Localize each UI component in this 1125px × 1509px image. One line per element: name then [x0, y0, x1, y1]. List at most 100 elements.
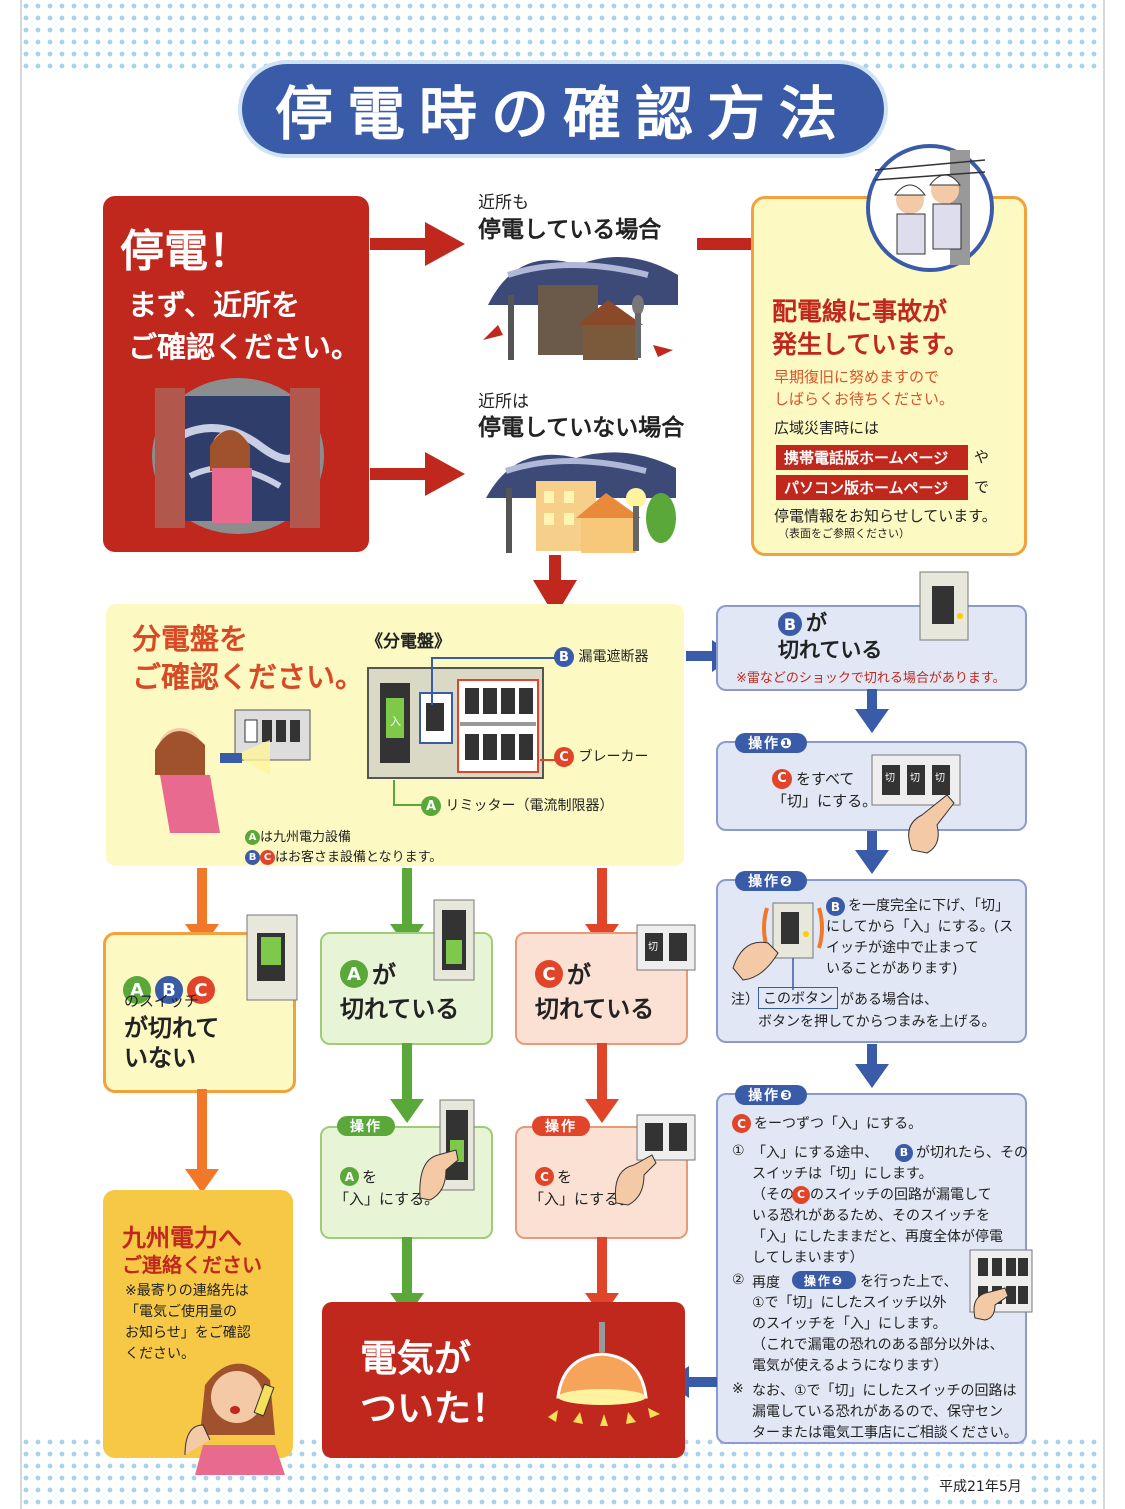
letter-a-badge: A	[421, 796, 441, 816]
c-off-title: が 切れている	[535, 961, 655, 1023]
op2-badge-wrap: B	[826, 896, 845, 916]
case-on-small: 近所は	[478, 392, 529, 412]
issue-date: 平成21年5月	[935, 1476, 1026, 1496]
accident-sub: 早期復旧に努めますので しばらくお待ちください。	[774, 368, 955, 408]
a-off-title: が 切れている	[340, 961, 460, 1023]
op-a-badge-wrap: A	[340, 1166, 359, 1186]
arrow-c-to-opc	[585, 1043, 619, 1123]
op2-text: を一度完全に下げ､「切」 にしてから「入」にする。(ス イッチが途中で止まって …	[826, 898, 1014, 977]
legend-a-badge: A	[245, 830, 260, 845]
b-off-title-wrap: B	[778, 610, 802, 637]
phone-caller-illustration	[184, 1363, 285, 1475]
op2-note-suffix: がある場合は、	[840, 992, 938, 1008]
case-on-big: 停電していない場合	[478, 415, 685, 441]
op2-note-line2: ボタンを押してからつまみを上げる。	[758, 1014, 996, 1030]
abc-c-badge: C	[187, 976, 215, 1004]
legend-bc-text: はお客さま設備となります。	[275, 850, 443, 865]
op3-item1: 「入」にする途中、	[752, 1145, 879, 1161]
legend-c-badge: C	[260, 850, 275, 865]
op3-c-badge: C	[732, 1114, 751, 1133]
panel-heading: 分電盤を ご確認ください。	[132, 622, 365, 694]
repair-workers-illustration	[866, 144, 994, 272]
start-heading: 停電！	[120, 226, 252, 277]
b-switch-off-illustration	[919, 571, 969, 641]
op2-tag: 操作❷	[735, 871, 807, 891]
pc-homepage-link[interactable]: パソコン版ホームページ	[776, 475, 968, 500]
op1-c-badge: C	[772, 768, 792, 789]
op3-line1: をーつずつ「入」にする。	[754, 1116, 923, 1132]
op-a-hand-illustration	[419, 1099, 475, 1201]
kyuden-title: 九州電力へ	[122, 1224, 242, 1252]
op-c-text: を 「入」にする。	[529, 1168, 635, 1208]
accident-wide: 広域災害時には	[774, 419, 880, 437]
lit-town-illustration	[486, 452, 676, 553]
window-illustration	[152, 378, 324, 534]
op3-line1-wrap: C	[732, 1113, 751, 1133]
op2-note-prefix: 注）	[731, 992, 759, 1008]
panel-b-callout: B 漏電遮断器	[554, 646, 648, 667]
op3-item2-tag: 操作❷	[792, 1271, 856, 1289]
arrow-on-to-panel	[533, 555, 577, 617]
limiter-switch-label: 入	[390, 715, 401, 728]
abc-ok-sub: のスイッチ	[124, 992, 200, 1010]
person-flashlight-illustration	[155, 709, 311, 833]
abc-a-badge: A	[123, 976, 151, 1004]
mobile-homepage-link[interactable]: 携帯電話版ホームページ	[776, 445, 968, 470]
op3-note: なお、①で「切」にしたスイッチの回路は 漏電している恐れがあるので、保守セン タ…	[752, 1383, 1018, 1441]
page-edge-left	[20, 0, 22, 1509]
letter-c-badge: C	[554, 747, 574, 767]
arrow-a-to-opa	[390, 1043, 424, 1123]
op2-b-badge: B	[826, 897, 845, 916]
c-switch-off-illustration: 切	[636, 924, 696, 971]
op3-item1b: が切れたら、その スイッチは「切」にします。	[752, 1145, 1028, 1182]
case-out-big: 停電している場合	[478, 217, 662, 243]
dark-town-illustration	[483, 257, 678, 360]
arrow-op1-to-op2	[855, 830, 889, 874]
op3-item2b: を行った上で、 ①で「切」にしたスイッチ以外 のスイッチを「入」にします。 （こ…	[752, 1274, 1004, 1374]
accident-heading: 配電線に事故が 発生しています。	[772, 297, 969, 359]
op3-item2-num: ②	[732, 1272, 745, 1288]
op3-item1-b-wrap: B	[895, 1142, 913, 1162]
arrow-b-to-op1	[855, 689, 889, 733]
c-sw-label: 切	[648, 941, 658, 953]
result-text: 電気が ついた！	[360, 1337, 508, 1430]
arrow-op2-to-op3	[855, 1044, 889, 1088]
legend-a-text: は九州電力設備	[260, 830, 352, 845]
b-off-badge: B	[778, 612, 802, 636]
op-c-badge-wrap: C	[535, 1166, 554, 1186]
page-edge-right	[1103, 0, 1105, 1509]
a-off-badge: A	[340, 960, 368, 988]
op2-note-button: このボタン	[758, 987, 838, 1009]
op3-b-badge: B	[895, 1143, 913, 1162]
op1-sw-2: 切	[910, 772, 920, 784]
op3-breaker-hand-illustration	[969, 1249, 1033, 1321]
c-off-badge: C	[535, 960, 563, 988]
op3-note-mark: ※	[732, 1381, 744, 1397]
breaker-panel-illustration: 入	[367, 667, 544, 779]
op-c-badge: C	[535, 1167, 554, 1186]
panel-c-callout: C ブレーカー	[554, 746, 648, 767]
op3-c2-badge: C	[792, 1185, 810, 1204]
op-a-tag: 操作	[337, 1116, 395, 1136]
accident-note: （表面をご参照ください）	[778, 527, 910, 540]
dot-border-top	[20, 0, 1105, 70]
abc-b-badge: B	[155, 976, 183, 1004]
op1-badge-wrap: C	[772, 768, 792, 789]
panel-label: 《分電盤》	[366, 632, 451, 652]
op1-text: をすべて 「切」にする。	[772, 770, 878, 810]
op3-item2a: 再度	[752, 1275, 780, 1291]
panel-b-label: 漏電遮断器	[578, 649, 649, 665]
op3-item1-num: ①	[732, 1143, 745, 1159]
op1-sw-1: 切	[885, 772, 895, 784]
op3-item1d: のスイッチの回路が漏電して いる恐れがあるため、そのスイッチを 「入」にしたまま…	[752, 1187, 1004, 1266]
abc-switch-illustration	[246, 914, 298, 1001]
arrow-start-to-on	[370, 452, 465, 496]
c-off-badge-wrap: C	[535, 960, 563, 988]
a-switch-off-illustration	[433, 899, 475, 981]
start-sub: まず、近所を ご確認ください。	[128, 288, 361, 364]
op-a-badge: A	[340, 1167, 359, 1186]
arrow-abc-to-kyuden	[185, 1089, 219, 1193]
op3-item1c-badge-wrap: C	[792, 1184, 810, 1204]
